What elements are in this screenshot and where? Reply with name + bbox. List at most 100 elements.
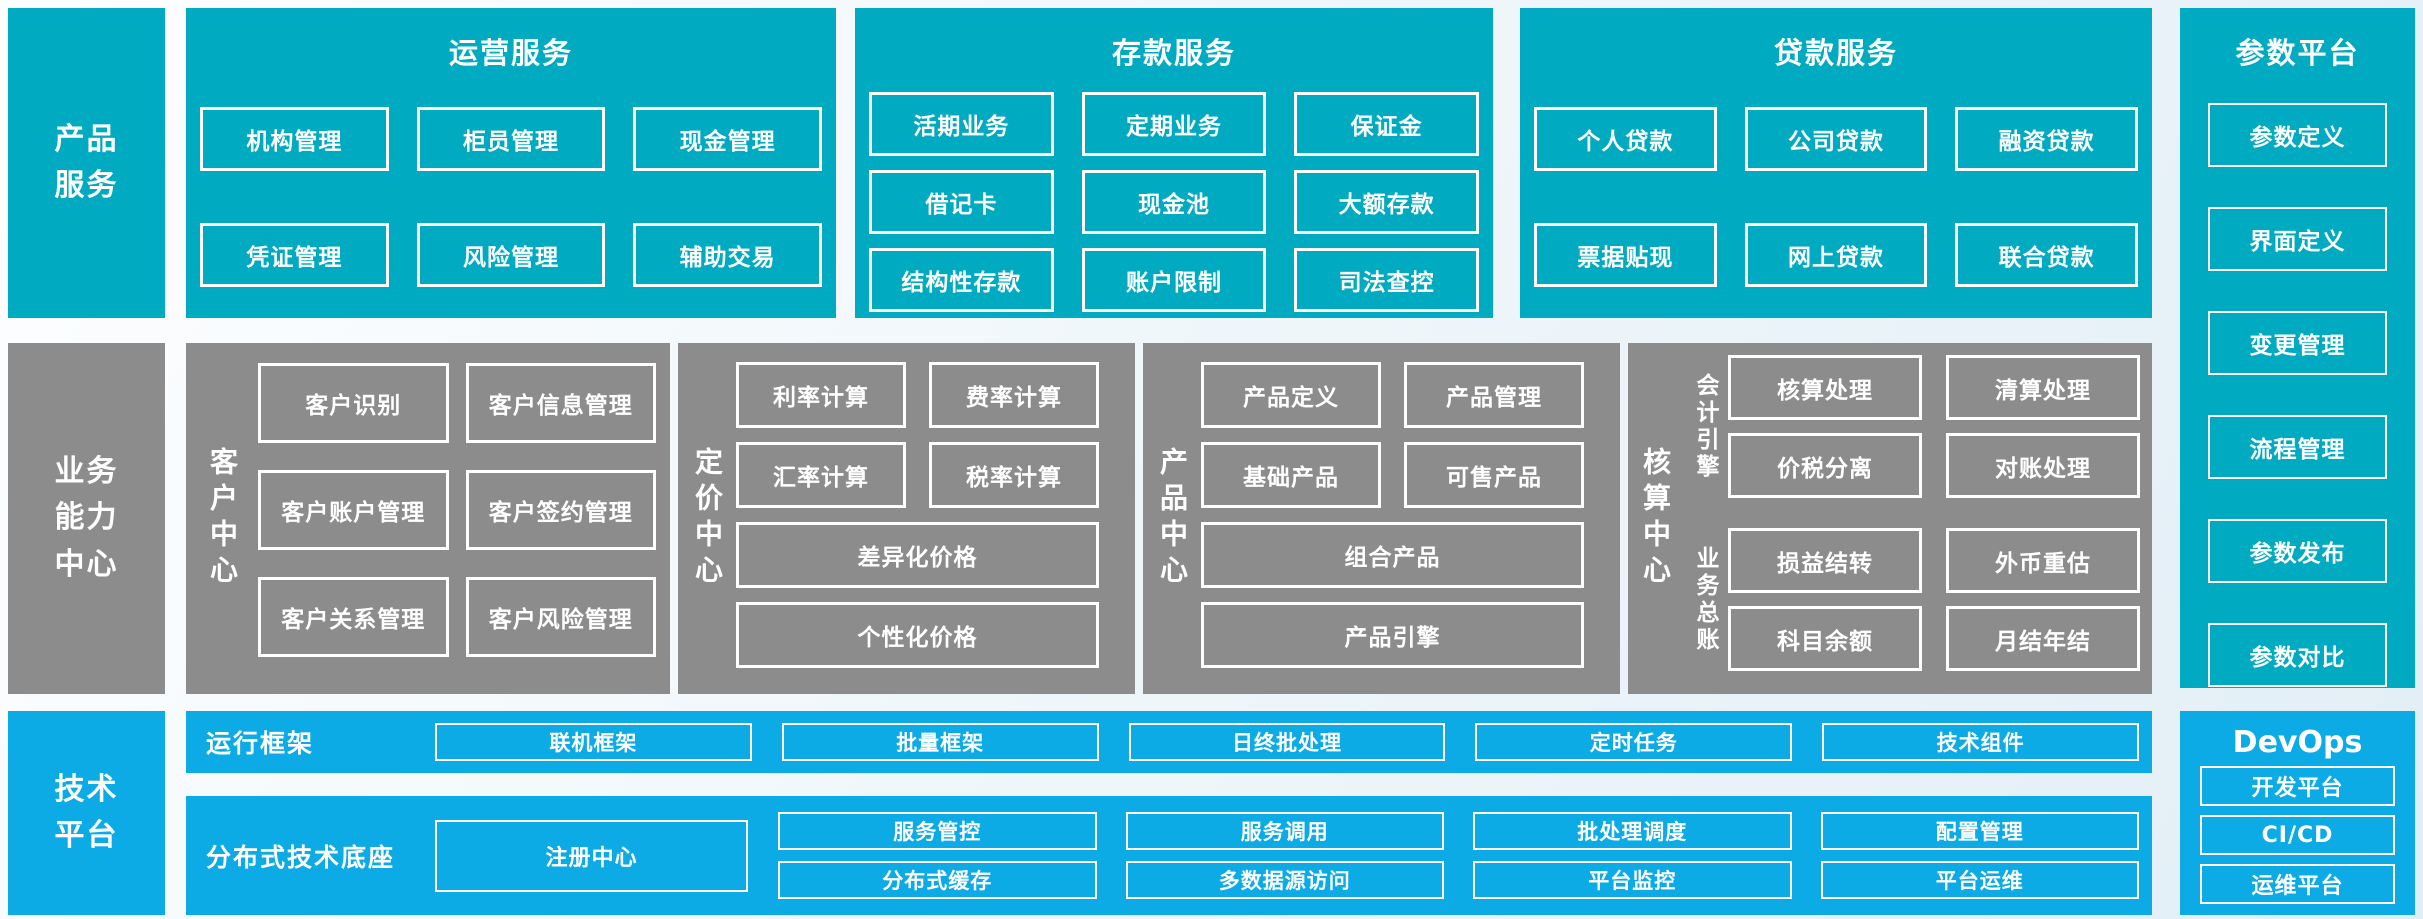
module-box: 配置管理 <box>1820 812 2139 850</box>
accounting-engine-modules: 核算处理清算处理价税分离对账处理 <box>1728 355 2140 498</box>
section-deposit-services: 存款服务 活期业务定期业务保证金借记卡现金池大额存款结构性存款账户限制司法查控 <box>855 8 1493 318</box>
product-modules: 产品定义产品管理基础产品可售产品组合产品产品引擎 <box>1201 362 1584 694</box>
module-box: 变更管理 <box>2208 311 2387 375</box>
module-box: 技术组件 <box>1822 723 2139 761</box>
module-box: 清算处理 <box>1946 355 2140 420</box>
module-box: 平台监控 <box>1473 861 1792 899</box>
module-box: 核算处理 <box>1728 355 1922 420</box>
sidebar-label-line: 中心 <box>54 546 119 582</box>
module-box: 定时任务 <box>1475 723 1793 761</box>
group-label: 业务总账 <box>1692 545 1718 654</box>
module-box: 账户限制 <box>1081 248 1267 312</box>
distributed-modules: 服务管控服务调用批处理调度配置管理分布式缓存多数据源访问平台监控平台运维 <box>778 812 2139 899</box>
module-box: 客户信息管理 <box>465 363 656 443</box>
module-box: 价税分离 <box>1728 433 1922 498</box>
module-box: 科目余额 <box>1728 606 1922 671</box>
module-box: 客户签约管理 <box>465 470 656 550</box>
module-box: 基础产品 <box>1201 442 1381 508</box>
module-box: 产品定义 <box>1201 362 1381 428</box>
operations-modules: 机构管理柜员管理现金管理凭证管理风险管理辅助交易 <box>200 107 822 287</box>
section-title: DevOps <box>2232 725 2363 760</box>
band-label: 运行框架 <box>206 729 315 758</box>
module-box: 差异化价格 <box>736 522 1099 588</box>
runtime-modules: 联机框架批量框架日终批处理定时任务技术组件 <box>435 723 2139 761</box>
module-box: 客户账户管理 <box>258 470 449 550</box>
customer-modules: 客户识别客户信息管理客户账户管理客户签约管理客户关系管理客户风险管理 <box>258 363 656 694</box>
section-devops: DevOps 开发平台 CI/CD 运维平台 <box>2180 711 2415 915</box>
module-box: 流程管理 <box>2208 415 2387 479</box>
module-box: 汇率计算 <box>736 442 906 508</box>
group-label: 会计引擎 <box>1692 372 1718 481</box>
module-box: CI/CD <box>2200 815 2395 855</box>
module-box: 外币重估 <box>1946 528 2140 593</box>
sidebar-label-line: 能力 <box>54 500 119 536</box>
band-label: 分布式技术底座 <box>206 842 396 872</box>
module-box: 开发平台 <box>2200 766 2395 806</box>
section-accounting-center: 核算中心 会计引擎 核算处理清算处理价税分离对账处理 业务总账 损益结转外币重估… <box>1628 343 2152 694</box>
section-pricing-center: 定价中心 利率计算费率计算汇率计算税率计算差异化价格个性化价格 <box>678 343 1135 694</box>
sidebar-label-line: 平台 <box>54 818 119 853</box>
module-box: 批处理调度 <box>1473 812 1792 850</box>
loan-modules: 个人贷款公司贷款融资贷款票据贴现网上贷款联合贷款 <box>1534 107 2138 287</box>
module-box: 风险管理 <box>416 223 606 287</box>
module-box: 产品管理 <box>1404 362 1584 428</box>
module-box: 现金池 <box>1081 170 1267 234</box>
devops-modules: 开发平台 CI/CD 运维平台 <box>2200 766 2395 904</box>
section-customer-center: 客户中心 客户识别客户信息管理客户账户管理客户签约管理客户关系管理客户风险管理 <box>186 343 670 694</box>
module-box: 利率计算 <box>736 362 906 428</box>
module-box: 机构管理 <box>200 107 389 171</box>
center-label: 客户中心 <box>206 446 239 591</box>
module-box: 柜员管理 <box>416 107 606 171</box>
business-ledger-group: 业务总账 损益结转外币重估科目余额月结年结 <box>1682 528 2140 671</box>
module-box: 活期业务 <box>869 92 1054 156</box>
module-box: 借记卡 <box>869 170 1054 234</box>
deposit-modules: 活期业务定期业务保证金借记卡现金池大额存款结构性存款账户限制司法查控 <box>869 92 1479 312</box>
module-box: 联合贷款 <box>1955 223 2138 287</box>
module-box: 服务调用 <box>1125 812 1444 850</box>
module-box: 税率计算 <box>929 442 1099 508</box>
section-distributed-tech-base: 分布式技术底座 注册中心 服务管控服务调用批处理调度配置管理分布式缓存多数据源访… <box>186 796 2152 915</box>
module-box: 界面定义 <box>2208 207 2387 271</box>
module-box: 公司贷款 <box>1744 107 1928 171</box>
module-box: 客户风险管理 <box>465 577 656 657</box>
module-box: 可售产品 <box>1404 442 1584 508</box>
section-loan-services: 贷款服务 个人贷款公司贷款融资贷款票据贴现网上贷款联合贷款 <box>1520 8 2152 318</box>
sidebar-label-line: 产品 <box>54 121 119 157</box>
module-box: 服务管控 <box>778 812 1097 850</box>
module-box: 融资贷款 <box>1955 107 2138 171</box>
module-box: 参数发布 <box>2208 519 2387 583</box>
module-box: 多数据源访问 <box>1125 861 1444 899</box>
module-box: 现金管理 <box>633 107 822 171</box>
section-runtime-framework: 运行框架 联机框架批量框架日终批处理定时任务技术组件 <box>186 711 2152 773</box>
module-box: 日终批处理 <box>1128 723 1446 761</box>
module-box: 批量框架 <box>781 723 1099 761</box>
sidebar-business-capability-center: 业务 能力 中心 <box>8 343 165 694</box>
module-box: 运维平台 <box>2200 864 2395 904</box>
module-box: 组合产品 <box>1201 522 1584 588</box>
section-title: 参数平台 <box>2235 36 2360 70</box>
module-box: 联机框架 <box>435 723 752 761</box>
registry-center-box: 注册中心 <box>435 819 748 892</box>
section-title: 运营服务 <box>448 36 573 70</box>
module-box: 产品引擎 <box>1201 602 1584 668</box>
parameter-modules: 参数定义界面定义变更管理流程管理参数发布参数对比 <box>2208 103 2387 687</box>
section-operations-services: 运营服务 机构管理柜员管理现金管理凭证管理风险管理辅助交易 <box>186 8 836 318</box>
module-box: 参数定义 <box>2208 103 2387 167</box>
module-box: 客户识别 <box>258 363 449 443</box>
module-box: 司法查控 <box>1294 248 1479 312</box>
pricing-modules: 利率计算费率计算汇率计算税率计算差异化价格个性化价格 <box>736 362 1099 694</box>
module-box: 对账处理 <box>1946 433 2140 498</box>
section-title: 存款服务 <box>1111 36 1236 70</box>
sidebar-label-line: 业务 <box>54 453 119 489</box>
module-box: 参数对比 <box>2208 623 2387 687</box>
sidebar-label-line: 技术 <box>54 771 119 807</box>
module-box: 月结年结 <box>1946 606 2140 671</box>
module-box: 辅助交易 <box>633 223 822 287</box>
module-box: 个人贷款 <box>1534 107 1717 171</box>
module-box: 凭证管理 <box>200 223 389 287</box>
section-product-center: 产品中心 产品定义产品管理基础产品可售产品组合产品产品引擎 <box>1143 343 1620 694</box>
module-box: 保证金 <box>1294 92 1479 156</box>
sidebar-label-line: 服务 <box>54 168 119 203</box>
module-box: 损益结转 <box>1728 528 1922 593</box>
